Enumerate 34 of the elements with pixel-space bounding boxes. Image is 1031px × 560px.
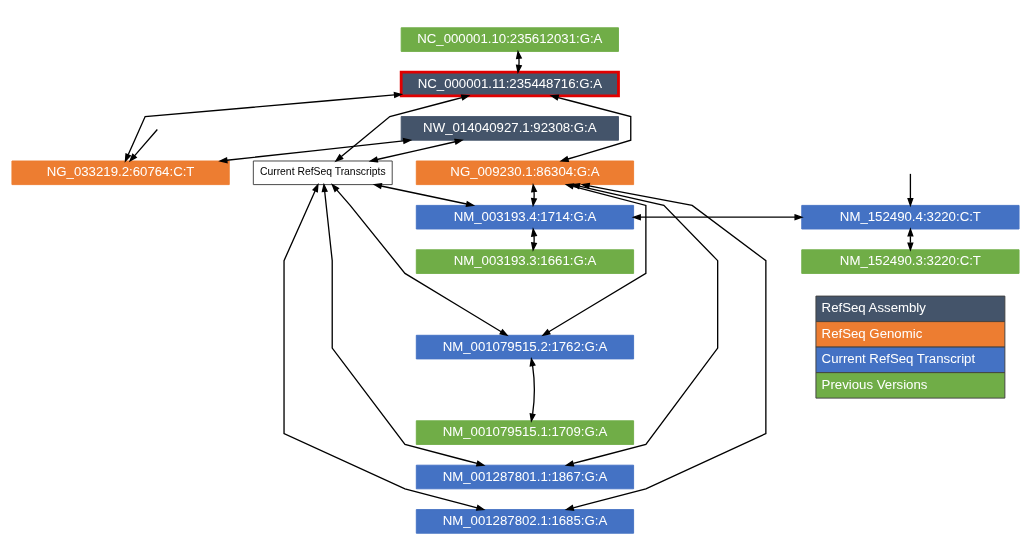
node-box: NM_001079515.1:1709:G:A xyxy=(415,419,635,445)
node-box: NM_001079515.2:1762:G:A xyxy=(415,334,635,359)
node-box: NC_000001.10:235612031:G:A xyxy=(400,26,619,52)
arrow xyxy=(515,49,523,74)
arrow xyxy=(529,356,536,423)
node-box: NC_000001.11:235448716:G:A xyxy=(399,70,620,97)
node-box: NM_003193.3:1661:G:A xyxy=(415,248,635,274)
legend-label: Current RefSeq Transcript xyxy=(821,350,976,366)
legend-label: RefSeq Genomic xyxy=(821,325,923,341)
arrow xyxy=(128,128,158,162)
node-box: NM_003193.4:1714:G:A xyxy=(415,204,635,229)
arrow xyxy=(218,137,413,163)
node-box: NM_001287802.1:1685:G:A xyxy=(415,508,635,534)
arrow xyxy=(124,91,404,163)
arrow xyxy=(530,182,538,207)
arrow xyxy=(530,226,538,252)
node-box: NG_009230.1:86304:G:A xyxy=(415,160,635,185)
arrow xyxy=(331,182,509,336)
arrow xyxy=(368,138,464,163)
arrow xyxy=(321,182,486,466)
legend-label: Previous Versions xyxy=(821,376,928,392)
arrow xyxy=(631,213,804,220)
node-box: NM_152490.3:3220:C:T xyxy=(801,248,1020,274)
arrow xyxy=(907,172,914,207)
arrow xyxy=(334,94,471,162)
node-box: NG_033219.2:60764:C:T xyxy=(11,160,230,185)
node-box: NM_152490.4:3220:C:T xyxy=(801,204,1020,229)
arrow xyxy=(283,182,486,511)
arrow xyxy=(372,182,476,207)
node-box: NW_014040927.1:92308:G:A xyxy=(400,115,619,141)
arrow xyxy=(549,94,632,162)
node-box: NM_001287801.1:1867:G:A xyxy=(415,464,635,489)
legend-label: RefSeq Assembly xyxy=(821,299,926,315)
node-box: Current RefSeq Transcripts xyxy=(252,160,393,185)
